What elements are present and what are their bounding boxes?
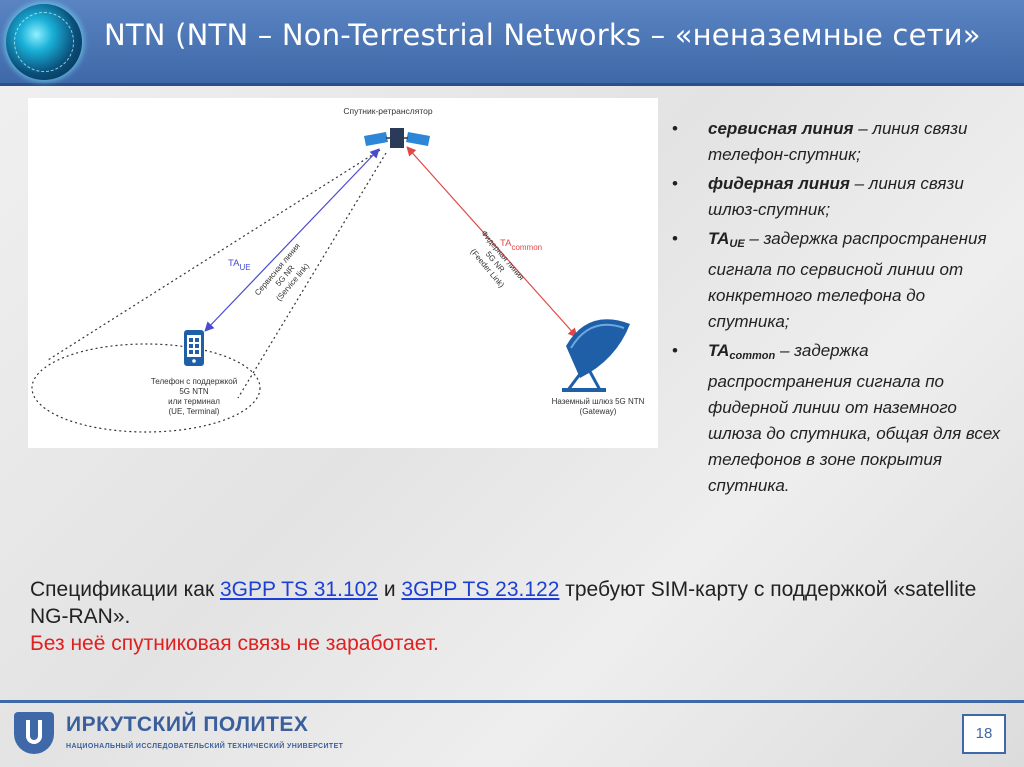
spec-link-31-102[interactable]: 3GPP TS 31.102 (220, 578, 378, 601)
satellite-icon (364, 128, 430, 148)
spec-paragraph: Спецификации как 3GPP TS 31.102 и 3GPP T… (30, 576, 990, 657)
ntn-diagram-svg: Спутник-ретранслятор Сервисная линия 5G … (28, 98, 658, 448)
ta-ue-label: TAUE (228, 258, 251, 272)
coverage-left-line (48, 150, 380, 360)
coverage-area (32, 344, 260, 432)
satellite-label: Спутник-ретранслятор (343, 106, 432, 116)
term-ta-common-main: TA (708, 341, 729, 360)
gateway-label: Наземный шлюз 5G NTN (Gateway) (552, 397, 645, 416)
term-feeder-link: фидерная линия (708, 174, 850, 193)
phone-label-line-3: или терминал (168, 397, 220, 406)
phone-icon (184, 330, 204, 366)
svg-text:TAUE: TAUE (228, 258, 251, 272)
list-item: • фидерная линия – линия связи шлюз-спут… (672, 171, 1002, 223)
gateway-dish-icon (562, 319, 630, 392)
definition-ta-ue: – задержка распространения сигнала по се… (708, 229, 987, 331)
bullet-icon: • (672, 226, 678, 252)
term-ta-common-sub: common (729, 350, 775, 362)
ntn-diagram: Спутник-ретранслятор Сервисная линия 5G … (28, 98, 658, 448)
ta-common-main: TA (500, 238, 512, 249)
bullet-icon: • (672, 116, 678, 142)
phone-label-line-2: 5G NTN (179, 387, 209, 396)
footer-divider (0, 700, 1024, 703)
slide-header: NTN (NTN – Non-Terrestrial Networks – «н… (0, 0, 1024, 86)
bullet-icon: • (672, 171, 678, 197)
term-service-link: сервисная линия (708, 119, 853, 138)
svg-text:TAcommon: TAcommon (500, 238, 542, 252)
list-item: • TAUE – задержка распространения сигнал… (672, 226, 1002, 335)
feeder-link-label: Фидерная линия 5G NR (Feeder Link) (464, 229, 526, 295)
term-ta-common: TAcommon (708, 341, 775, 360)
university-name: ИРКУТСКИЙ ПОЛИТЕХ (66, 713, 308, 737)
ta-common-sub: common (511, 243, 542, 252)
spec-warning: Без неё спутниковая связь не заработает. (30, 632, 439, 655)
spec-prefix: Спецификации как (30, 578, 220, 601)
globe-logo-icon (6, 4, 82, 80)
definitions-list: • сервисная линия – линия связи телефон-… (672, 116, 1002, 502)
university-logo-icon (14, 712, 54, 754)
slide-title: NTN (NTN – Non-Terrestrial Networks – «н… (104, 18, 981, 52)
service-link-label: Сервисная линия 5G NR (Service link) (253, 242, 317, 311)
ta-ue-main: TA (228, 258, 240, 269)
ta-ue-sub: UE (239, 263, 250, 272)
list-item: • сервисная линия – линия связи телефон-… (672, 116, 1002, 168)
term-ta-ue-main: TA (708, 229, 729, 248)
gateway-label-line-1: Наземный шлюз 5G NTN (552, 397, 645, 406)
term-ta-ue-sub: UE (729, 238, 744, 250)
phone-label: Телефон с поддержкой 5G NTN или терминал… (151, 377, 237, 416)
spec-link-23-122[interactable]: 3GPP TS 23.122 (401, 578, 559, 601)
bullet-icon: • (672, 338, 678, 364)
ta-common-label: TAcommon (500, 238, 542, 252)
service-link-arrow (206, 150, 378, 330)
spec-middle: и (378, 578, 401, 601)
university-subtitle: НАЦИОНАЛЬНЫЙ ИССЛЕДОВАТЕЛЬСКИЙ ТЕХНИЧЕСК… (66, 743, 343, 750)
phone-label-line-1: Телефон с поддержкой (151, 377, 237, 386)
phone-label-line-4: (UE, Terminal) (169, 407, 220, 416)
term-ta-ue: TAUE (708, 229, 745, 248)
coverage-right-line (238, 153, 386, 398)
page-number: 18 (962, 714, 1006, 754)
gateway-label-line-2: (Gateway) (580, 407, 617, 416)
definition-ta-common: – задержка распространения сигнала по фи… (708, 341, 1000, 495)
list-item: • TAcommon – задержка распространения си… (672, 338, 1002, 499)
